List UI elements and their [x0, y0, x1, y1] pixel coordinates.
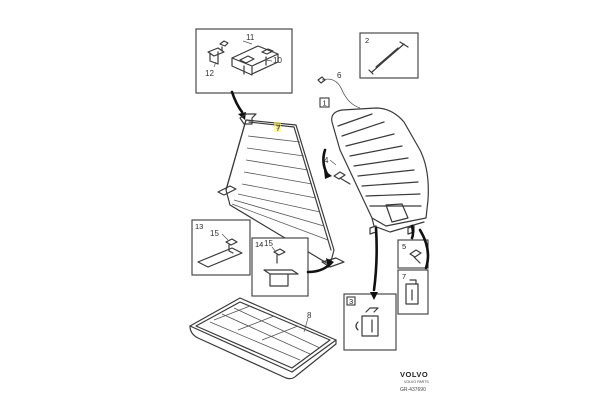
callout-10: 10	[273, 56, 282, 65]
callout-7: 7	[276, 124, 281, 133]
drawing-reference: GR-437690	[400, 387, 426, 393]
callout-12: 12	[205, 69, 214, 78]
callout-13: 13	[195, 222, 203, 231]
inset-part-5: 5	[397, 224, 429, 269]
inset-part-2: 2	[359, 32, 419, 79]
inset-parts-10-11-12: 11 12 10	[195, 28, 293, 94]
volvo-logo: VOLVO	[400, 370, 428, 379]
floor-tray-8: 8	[189, 297, 337, 380]
callout-11: 11	[246, 33, 255, 42]
callout-7-b: 7	[402, 272, 406, 281]
callout-15-b: 15	[264, 239, 273, 248]
callout-8: 8	[307, 311, 312, 320]
brand-block: VOLVO VOLVO PARTS GR-437690	[400, 370, 429, 393]
callout-3: 3	[349, 297, 353, 306]
callout-4: 4	[324, 156, 329, 165]
callout-2: 2	[365, 36, 369, 45]
callout-1: 1	[323, 99, 327, 108]
volvo-parts-tagline: VOLVO PARTS	[404, 380, 429, 384]
callout-15-a: 15	[210, 229, 219, 238]
grille-guard-1: 1 6 4	[317, 71, 429, 235]
callout-14: 14	[255, 240, 263, 249]
callout-5: 5	[402, 242, 406, 251]
inset-part-13: 13 15	[191, 219, 251, 276]
inset-part-7: 7	[397, 228, 430, 315]
inset-part-14: 14 15	[251, 237, 334, 297]
callout-6: 6	[337, 71, 342, 80]
inset-part-3: 3	[343, 226, 397, 351]
